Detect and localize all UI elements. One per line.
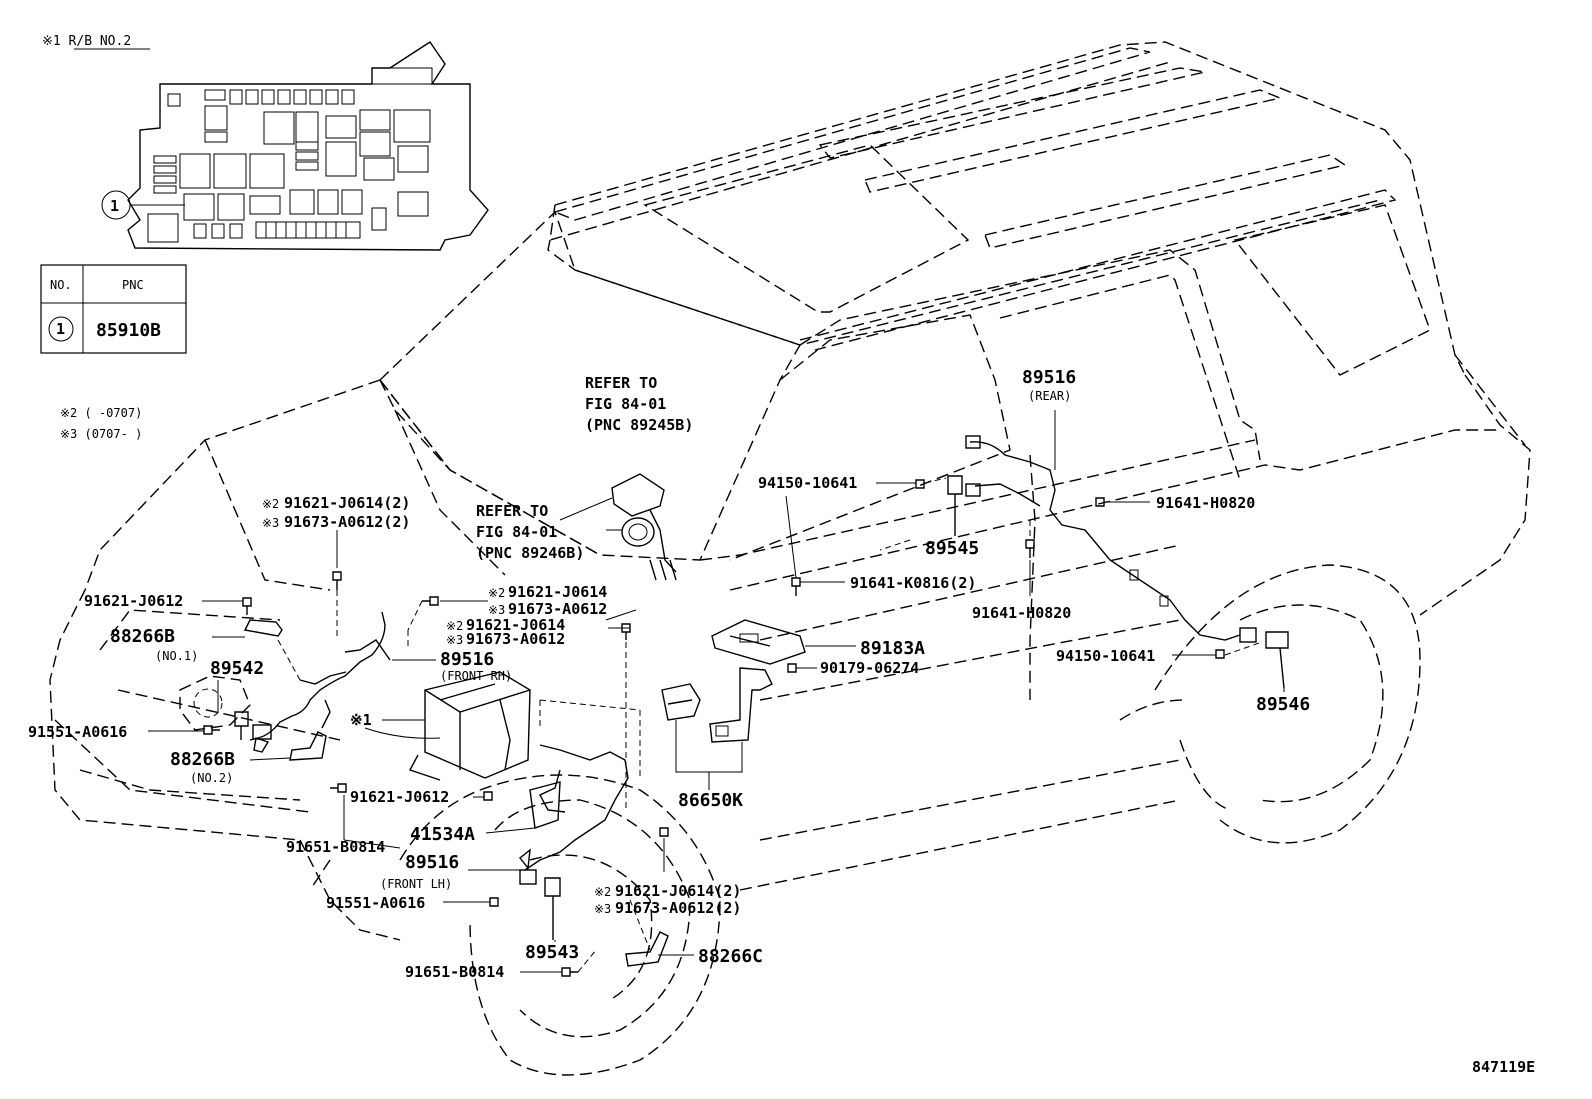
- mark-2-label: ※2: [262, 497, 279, 511]
- bracket-88266c: [625, 931, 669, 967]
- front-lh-harness: [524, 744, 629, 871]
- refer-note-89245b[interactable]: REFER TO FIG 84-01 (PNC 89245B): [585, 374, 693, 434]
- relay-block-component: [424, 671, 531, 779]
- part-91651-b0814-left[interactable]: 91651-B0814: [286, 838, 385, 856]
- part-91673-a0612-2-top[interactable]: 91673-A0612(2): [284, 513, 410, 531]
- note-no1: (NO.1): [155, 649, 198, 663]
- note-front-rh: (FRONT RH): [440, 669, 512, 683]
- cover-41534a: [529, 781, 561, 829]
- sensor-89183a: [711, 619, 806, 665]
- part-91651-b0814-low[interactable]: 91651-B0814: [405, 963, 504, 981]
- pnc-table: NO. PNC 1 85910B: [40, 264, 187, 354]
- part-91621-j0614-2-top[interactable]: 91621-J0614(2): [284, 494, 410, 512]
- leader-lines: [148, 410, 1285, 973]
- part-88266b-no1[interactable]: 88266B: [110, 626, 175, 647]
- part-89516-front-lh[interactable]: 89516: [405, 852, 459, 873]
- part-91621-j0612-mid[interactable]: 91621-J0612: [350, 788, 449, 806]
- relay-block-title: ※1 R/B NO.2: [42, 34, 131, 49]
- note-2: ※2 ( -0707): [60, 406, 142, 420]
- table-row-pnc: 85910B: [96, 320, 161, 341]
- part-90179-06274[interactable]: 90179-06274: [820, 659, 919, 677]
- relay-block-inset: ※1 R/B NO.2: [42, 34, 489, 251]
- steering-sensor: [611, 473, 665, 517]
- part-91621-j0614-2-low[interactable]: 91621-J0614(2): [615, 882, 741, 900]
- table-row-no: 1: [56, 320, 65, 338]
- part-89516-front-rh[interactable]: 89516: [440, 649, 494, 670]
- note-rear: (REAR): [1028, 389, 1071, 403]
- part-89545[interactable]: 89545: [925, 538, 979, 559]
- bracket-88266b-no2: [289, 731, 327, 761]
- refer-fig: FIG 84-01: [585, 395, 666, 413]
- relay-block-outline: [127, 41, 489, 251]
- sensor-89546: [1265, 631, 1289, 649]
- mark-3-label: ※3: [446, 633, 463, 647]
- callout-number: 1: [110, 197, 119, 215]
- note-no2: (NO.2): [190, 771, 233, 785]
- refer-pnc: (PNC 89246B): [476, 544, 584, 562]
- mark-3-label: ※3: [488, 603, 505, 617]
- sensor-89545: [947, 475, 963, 495]
- refer-note-89246b[interactable]: REFER TO FIG 84-01 (PNC 89246B): [476, 502, 584, 562]
- part-89546[interactable]: 89546: [1256, 694, 1310, 715]
- bracket-88266b-no1: [243, 619, 283, 637]
- note-3: ※3 (0707- ): [60, 427, 142, 441]
- note-front-lh: (FRONT LH): [380, 877, 452, 891]
- part-91551-a0616-left[interactable]: 91551-A0616: [28, 723, 127, 741]
- part-91641-k0816-2[interactable]: 91641-K0816(2): [850, 574, 976, 592]
- part-89516-rear[interactable]: 89516: [1022, 367, 1076, 388]
- part-91641-h0820-right[interactable]: 91641-H0820: [1156, 494, 1255, 512]
- part-89183a[interactable]: 89183A: [860, 638, 925, 659]
- vehicle-outline: [49, 41, 1531, 1076]
- table-header-no: NO.: [50, 278, 72, 292]
- part-91621-j0614-mid1[interactable]: 91621-J0614: [508, 583, 607, 601]
- bracket-86650k: [709, 667, 773, 743]
- refer-pnc: (PNC 89245B): [585, 416, 693, 434]
- sensor-89543: [544, 877, 561, 897]
- refer-text: REFER TO: [476, 502, 548, 520]
- sensor-89542: [234, 711, 249, 727]
- part-91621-j0612-left[interactable]: 91621-J0612: [84, 592, 183, 610]
- mark-2-label: ※2: [488, 586, 505, 600]
- part-88266c[interactable]: 88266C: [698, 946, 763, 967]
- rear-harness: [969, 441, 1241, 641]
- part-88266b-no2[interactable]: 88266B: [170, 749, 235, 770]
- refer-fig: FIG 84-01: [476, 523, 557, 541]
- table-header-pnc: PNC: [122, 278, 144, 292]
- part-94150-10641-top[interactable]: 94150-10641: [758, 474, 857, 492]
- mark-2-label: ※2: [446, 619, 463, 633]
- mark-2-label: ※2: [594, 885, 611, 899]
- part-91551-a0616-low[interactable]: 91551-A0616: [326, 894, 425, 912]
- spiral-cable: [621, 517, 655, 547]
- part-89542[interactable]: 89542: [210, 658, 264, 679]
- front-rh-harness: [249, 611, 386, 741]
- mark-3-label: ※3: [594, 902, 611, 916]
- part-89543[interactable]: 89543: [525, 942, 579, 963]
- part-86650k[interactable]: 86650K: [678, 790, 743, 811]
- module-86650k: [661, 683, 701, 721]
- part-94150-10641-low[interactable]: 94150-10641: [1056, 647, 1155, 665]
- mark-3-label: ※3: [262, 516, 279, 530]
- part-91673-a0612-mid2[interactable]: 91673-A0612: [466, 630, 565, 648]
- drawing-id: 847119E: [1472, 1058, 1535, 1076]
- refer-text: REFER TO: [585, 374, 657, 392]
- part-41534a[interactable]: 41534A: [410, 824, 475, 845]
- part-91673-a0612-2-low[interactable]: 91673-A0612(2): [615, 899, 741, 917]
- part-91673-a0612-mid1[interactable]: 91673-A0612: [508, 600, 607, 618]
- part-91641-h0820-mid[interactable]: 91641-H0820: [972, 604, 1071, 622]
- part-91621-j0614-mid2[interactable]: 91621-J0614: [466, 616, 565, 634]
- mark-1-label: ※1: [350, 711, 372, 729]
